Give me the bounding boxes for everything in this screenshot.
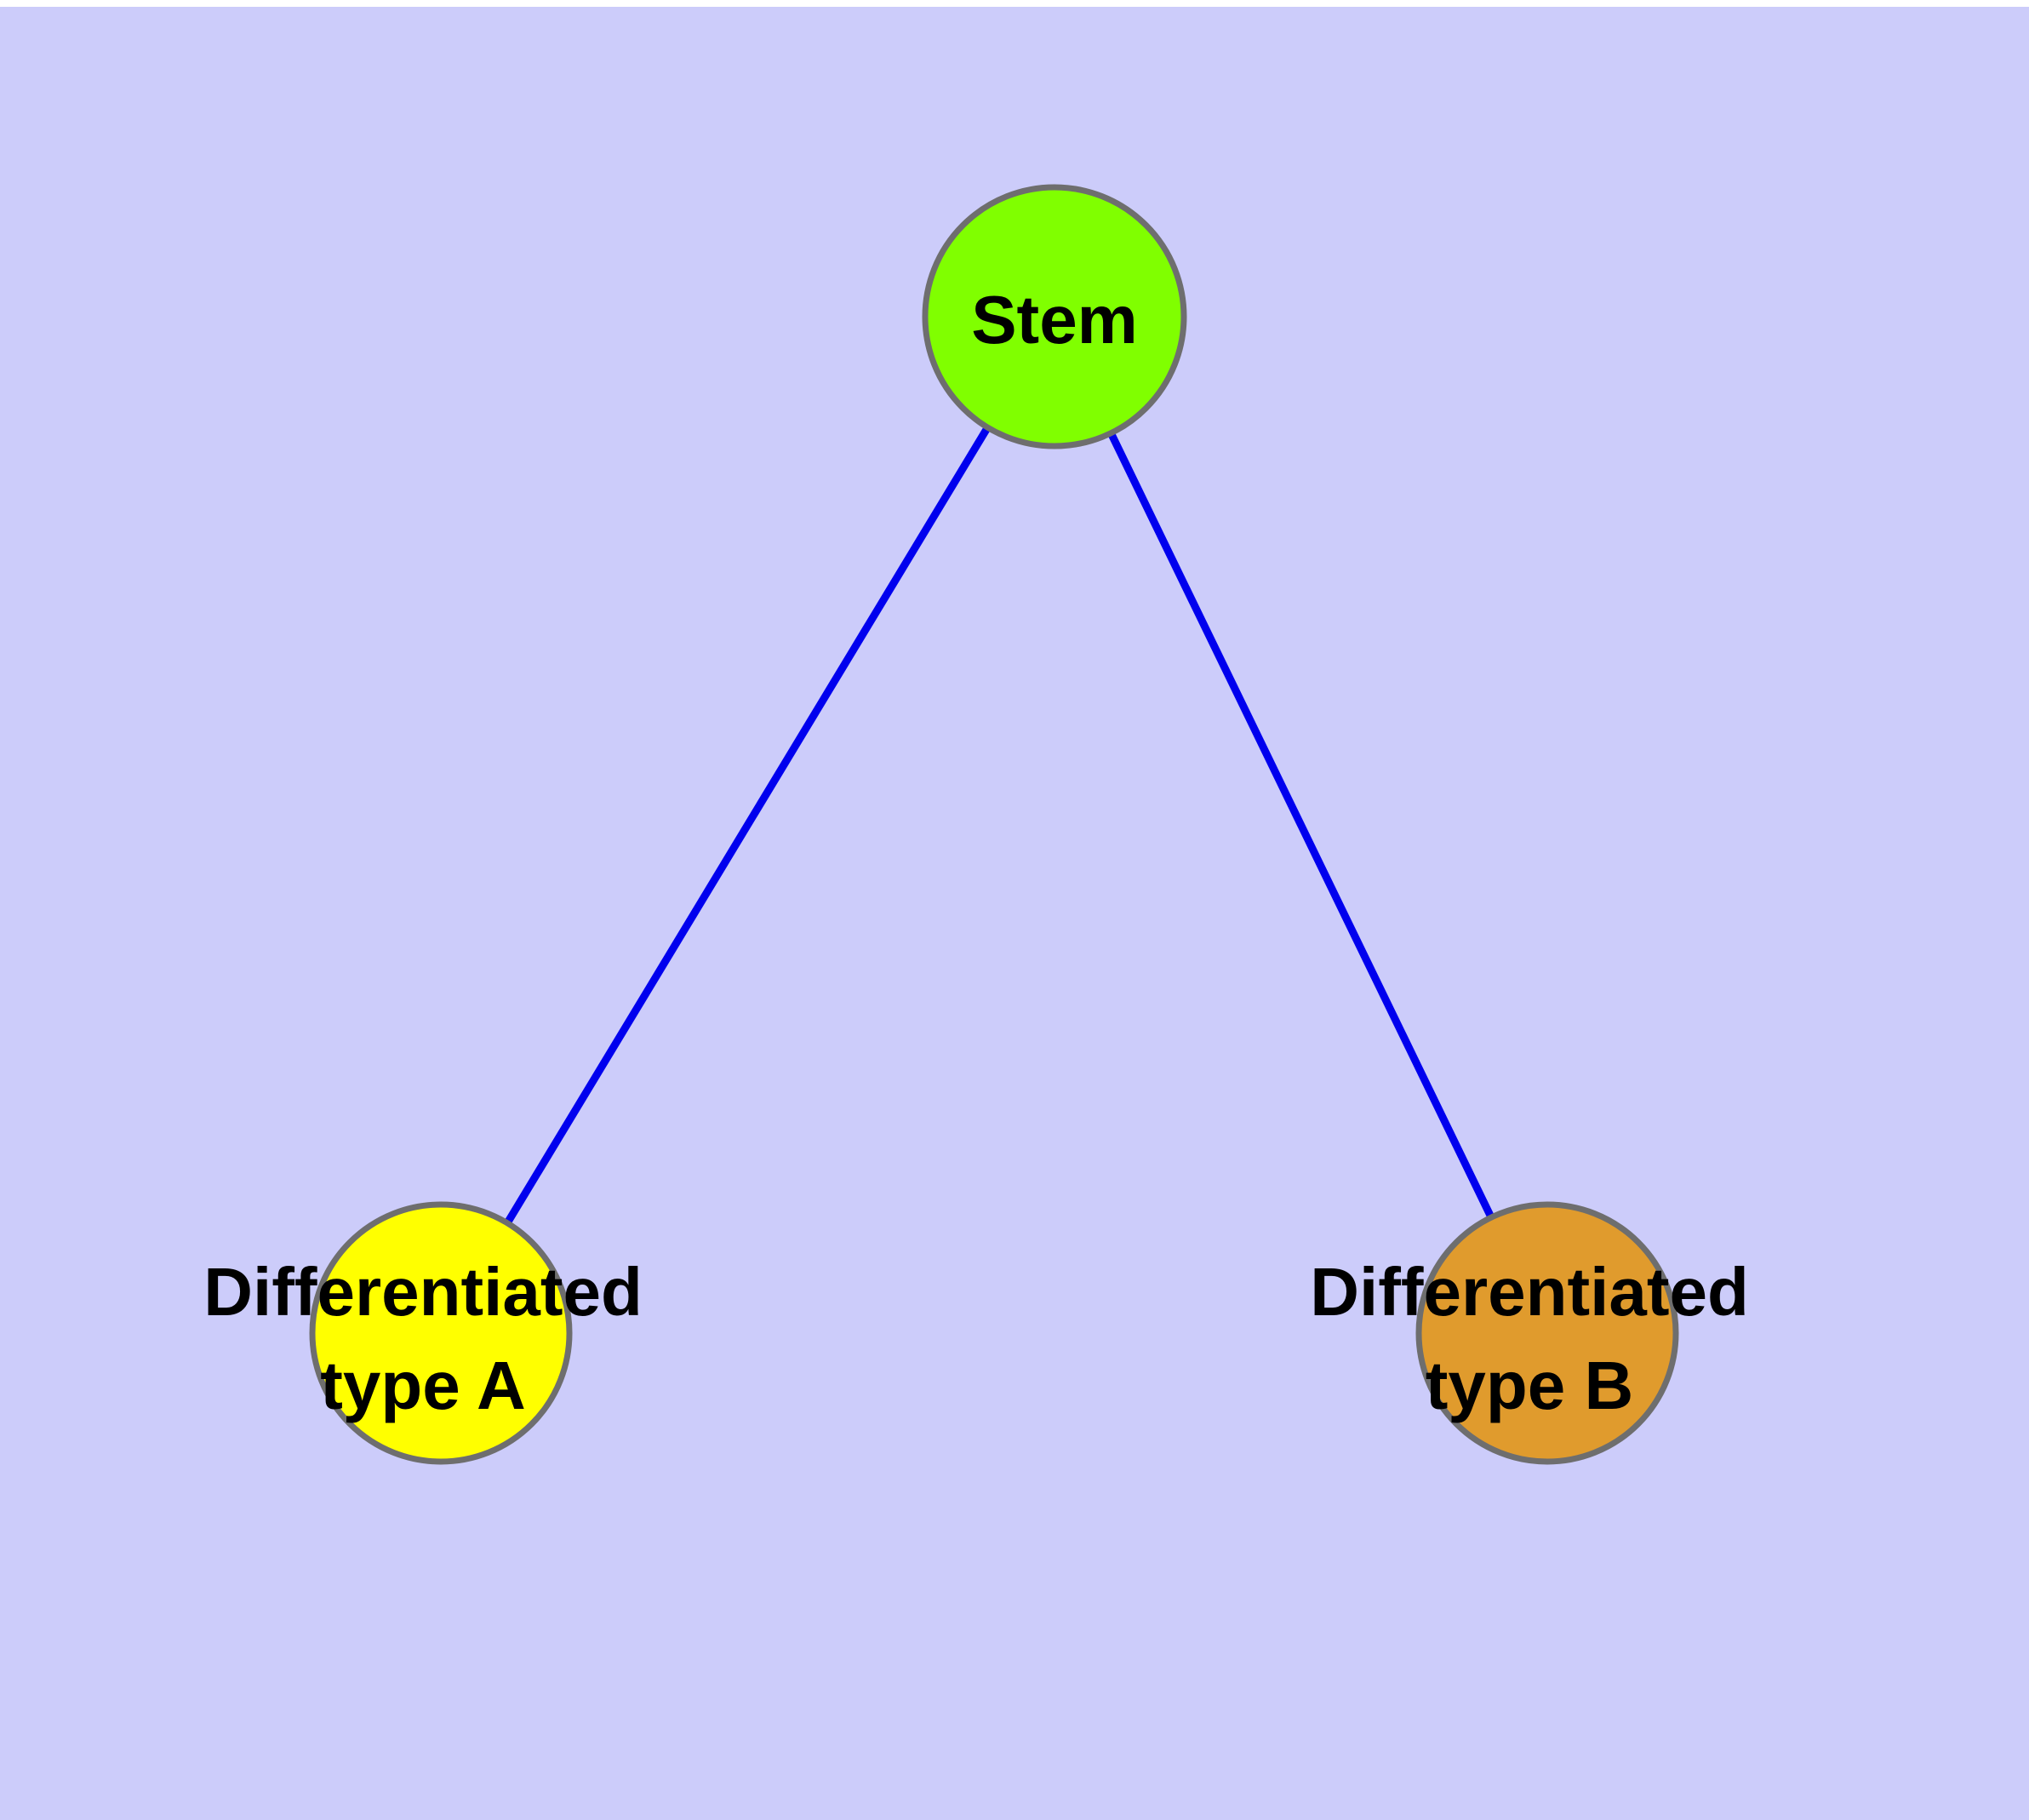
node-label-differentiated-type-a-line2: type A <box>320 1348 526 1423</box>
node-label-differentiated-type-b-line1: Differentiated <box>1310 1254 1749 1330</box>
label-layer: Stem Differentiated type A Differentiate… <box>203 282 1749 1423</box>
node-differentiated-type-a[interactable] <box>309 1201 573 1465</box>
edge-layer <box>437 314 1552 1336</box>
edge-stem-to-differentiated-type-b[interactable] <box>1050 315 1552 1335</box>
node-differentiated-type-b[interactable] <box>1415 1201 1679 1465</box>
node-label-differentiated-type-a-line1: Differentiated <box>203 1254 643 1330</box>
node-label-stem: Stem <box>971 282 1138 358</box>
node-stem[interactable] <box>922 184 1187 449</box>
node-label-differentiated-type-b-line2: type B <box>1426 1348 1634 1423</box>
edge-stem-to-differentiated-type-a[interactable] <box>437 314 1058 1336</box>
node-layer <box>309 184 1679 1465</box>
